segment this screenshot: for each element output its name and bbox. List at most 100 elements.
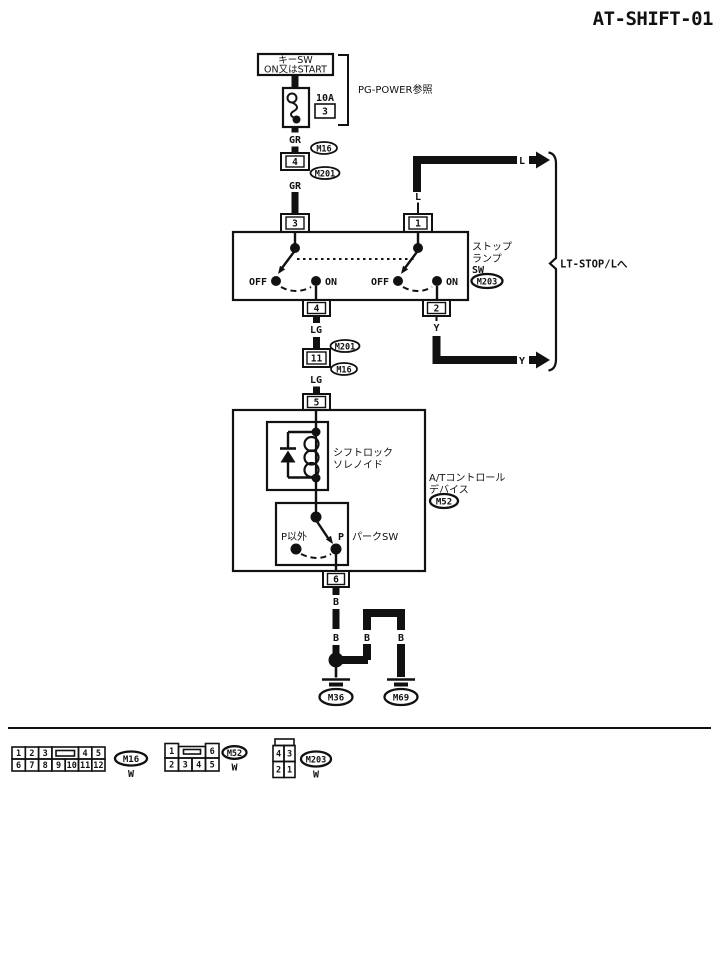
l-output-arrow-icon [529,151,550,169]
left-switch-throw-arc [280,286,312,292]
park-sw-arm [315,519,329,539]
m16-keyway-slot [55,749,76,757]
m203-cell: 4 [276,750,281,760]
stop-lamp-sw-name-line1: ストップ [472,241,512,253]
m16-cell: 2 [29,749,34,759]
key-sw-label-line1: キーSW [278,55,313,66]
connector-body-4-inner [285,155,305,168]
destination-brace [548,151,558,372]
legend-connector-m16: 1 2 3 4 5 6 7 8 9 10 11 12 M16 W [11,746,149,780]
feed-wire-gr: GR 4 M16 M201 GR [280,127,341,214]
right-off-label: OFF [371,277,389,288]
power-source-section: キーSW ON又はSTART 10A 3 PG-POWER参照 [256,52,432,129]
ground-right-ref: M69 [393,694,409,704]
m16-cell: 5 [96,749,101,759]
m52-cell: 2 [169,761,174,771]
fuse-rating: 10A [316,93,334,104]
m16-cell: 4 [83,749,88,759]
legend-m52-ref: M52 [227,749,242,759]
park-sw-throw-arc [300,553,332,559]
right-switch-arrowhead [401,265,409,274]
connector-legend-section: 1 2 3 4 5 6 7 8 9 10 11 12 M16 W 1 6 2 3 [8,727,711,781]
connector-body-11-inner [306,351,327,365]
fuse-element [290,101,298,120]
wire-color-b-branch-left: B [364,633,370,644]
m52-cell: 4 [196,761,201,771]
connector-body-4-outer [280,152,310,171]
at-device-ref-oval [428,492,460,510]
coil-loop-2 [303,449,320,466]
at-device-ref: M52 [436,498,452,508]
pin-4-inner [306,301,327,315]
wire-color-gr-lower: GR [289,181,302,192]
wire-color-lg-lower: LG [310,375,322,386]
diode-icon [280,450,296,463]
ground-left-ref: M36 [328,694,344,704]
wire-color-b-main-upper: B [333,597,339,608]
right-switch-pivot-dot [413,243,423,253]
coil-loop-3 [303,461,320,479]
park-sw-box [274,501,350,567]
left-off-label: OFF [249,277,267,288]
m52-cell: 1 [169,747,174,757]
legend-connector-m52: 1 6 2 3 4 5 M52 W [164,742,248,774]
ground-left-ref-oval [318,687,354,707]
ground-right-ref-oval [383,687,419,707]
wire-color-l-out: L [519,156,525,167]
pin-3: 3 [292,219,298,230]
m16-cell: 8 [43,761,48,771]
m203-tab [274,738,295,747]
stop-lamp-sw-box [231,230,470,302]
connector-ref-m201-upper: M201 [315,170,335,180]
park-left-label: P以外 [281,531,307,543]
wire-color-b-main-lower: B [333,633,339,644]
left-on-contact-dot [311,276,321,286]
page-title: AT-SHIFT-01 [593,8,713,30]
stop-lamp-switch-section: 3 L 1 OFF ON OFF ON ストップ ランプ SW [231,192,512,317]
connector-ref-m201-upper-oval [309,166,341,180]
connector-ref-m16-upper-oval [310,141,338,155]
connector-ref-m201-mid: M201 [335,343,355,353]
legend-m16-ref-oval [113,750,149,767]
m16-cell: 10 [67,761,77,771]
connector-ref-m16-upper: M16 [316,145,331,155]
stop-lamp-sw-ref-oval [470,272,504,290]
legend-m16-ref: M16 [123,755,139,765]
legend-m203-ref-oval [299,750,333,768]
stop-lamp-sw-name-line3: SW [472,265,485,276]
m16-cell: 12 [93,761,103,771]
legend-m52-ref-oval [221,745,248,760]
left-switch-arm [281,249,296,269]
m16-cell: 3 [43,749,48,759]
fuse-number-box [314,103,336,119]
park-sw-name: パークSW [352,531,398,543]
legend-connector-m203: 4 3 2 1 M203 W [272,738,333,781]
legend-m52-color: W [231,763,238,774]
pg-power-ref: PG-POWER参照 [358,83,432,96]
park-right-label: P [338,532,344,543]
at-device-name-line1: A/Tコントロール [429,473,505,484]
wire-color-y-pin: Y [433,323,439,334]
right-on-contact-dot [432,276,442,286]
connector-body-4: 4 [292,157,298,168]
ground-wiring-section: B B B B M36 M69 [318,587,419,707]
wire-color-lg-upper: LG [310,325,322,336]
lt-stop-output-section: L Y Y LT-STOP/Lへ [413,151,628,372]
legend-m203-ref: M203 [306,756,326,766]
left-on-label: ON [325,277,337,288]
stop-lamp-sw-name-line2: ランプ [472,253,502,265]
solenoid-label-line2: ソレノイド [333,460,383,471]
stop-lamp-sw-ref: M203 [477,278,497,288]
connector-ref-m16-mid: M16 [336,366,351,376]
m16-cell: 6 [16,761,21,771]
m16-cell: 11 [80,761,90,771]
pg-power-bracket [338,54,349,126]
pin-3-inner [285,216,305,230]
park-sw-arrowhead [325,535,333,544]
pin-6: 6 [333,575,339,586]
y-output-arrow-icon [529,351,550,369]
park-sw-pivot-dot [310,511,322,523]
connector-ref-m201-mid-oval [329,339,361,353]
pin-1: 1 [415,219,421,230]
